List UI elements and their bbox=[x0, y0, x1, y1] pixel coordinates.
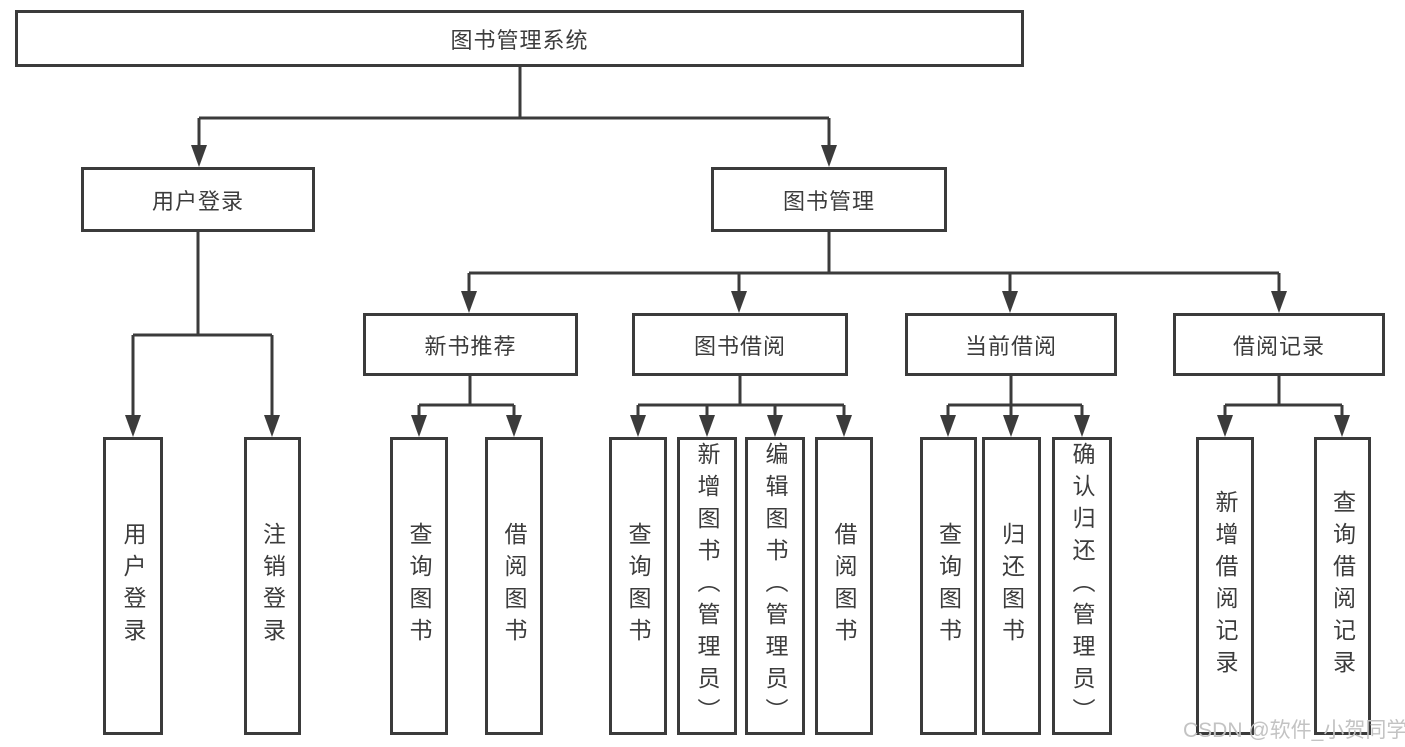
leaf-query-books-borrow: 查询图书 bbox=[609, 437, 667, 735]
leaf-query-books-recommend: 查询图书 bbox=[390, 437, 448, 735]
leaf-user-login: 用户登录 bbox=[103, 437, 163, 735]
leaf-borrow-books-recommend: 借阅图书 bbox=[485, 437, 543, 735]
leaf-label: 注销登录 bbox=[259, 522, 286, 650]
leaf-label: 查询借阅记录 bbox=[1329, 490, 1356, 682]
leaf-confirm-return-admin: 确认归还（管理员） bbox=[1052, 437, 1112, 735]
node-borrow-records: 借阅记录 bbox=[1173, 313, 1385, 376]
leaf-label: 用户登录 bbox=[120, 522, 146, 650]
leaf-label: 新增图书（管理员） bbox=[694, 442, 720, 730]
leaf-label: 归还图书 bbox=[998, 522, 1025, 650]
leaf-label: 借阅图书 bbox=[501, 522, 527, 650]
leaf-logout: 注销登录 bbox=[244, 437, 301, 735]
leaf-query-borrow-record: 查询借阅记录 bbox=[1314, 437, 1371, 735]
leaf-label: 新增借阅记录 bbox=[1212, 490, 1238, 682]
node-new-book-recommend: 新书推荐 bbox=[363, 313, 578, 376]
leaf-label: 查询图书 bbox=[406, 522, 432, 650]
leaf-add-borrow-record: 新增借阅记录 bbox=[1196, 437, 1254, 735]
node-book-management: 图书管理 bbox=[711, 167, 947, 232]
node-book-borrow: 图书借阅 bbox=[632, 313, 848, 376]
leaf-label: 借阅图书 bbox=[831, 522, 857, 650]
csdn-watermark: CSDN @软件_小贺同学 bbox=[1183, 719, 1405, 742]
leaf-add-books-admin: 新增图书（管理员） bbox=[677, 437, 737, 735]
leaf-label: 查询图书 bbox=[625, 522, 651, 650]
leaf-edit-books-admin: 编辑图书（管理员） bbox=[745, 437, 805, 735]
leaf-borrow-books: 借阅图书 bbox=[815, 437, 873, 735]
node-root: 图书管理系统 bbox=[15, 10, 1024, 67]
node-current-borrow: 当前借阅 bbox=[905, 313, 1117, 376]
leaf-label: 编辑图书（管理员） bbox=[762, 442, 788, 730]
node-user-login: 用户登录 bbox=[81, 167, 315, 232]
leaf-return-books: 归还图书 bbox=[982, 437, 1041, 735]
leaf-label: 查询图书 bbox=[935, 522, 962, 650]
leaf-query-books-current: 查询图书 bbox=[920, 437, 977, 735]
leaf-label: 确认归还（管理员） bbox=[1069, 442, 1095, 730]
